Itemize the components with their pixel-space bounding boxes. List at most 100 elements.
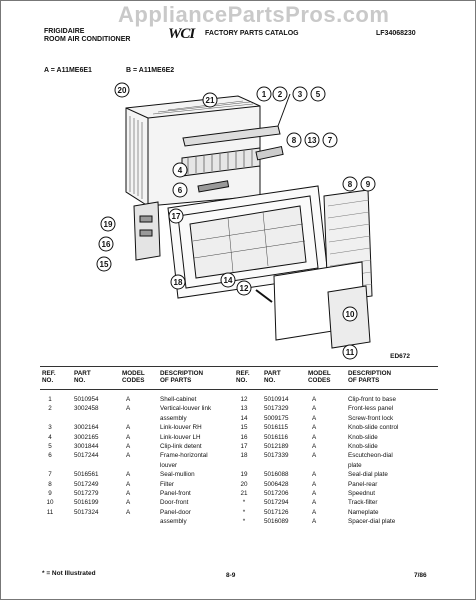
model-code-cell: A <box>312 405 317 413</box>
part-cell: 5016199 <box>74 499 99 507</box>
ref-cell: 18 <box>240 452 248 460</box>
part-cell: 5010914 <box>264 396 289 403</box>
callout-label: 12 <box>240 284 249 293</box>
header-ref-right: REF. NO. <box>236 370 250 384</box>
part-cell: 3002165 <box>74 433 99 441</box>
description-cell: Door-front <box>160 499 189 507</box>
part-cell: 5016089 <box>264 518 289 526</box>
ref-cell: 14 <box>240 414 248 422</box>
part-cell: 5017339 <box>264 452 289 460</box>
part-cell: 5009175 <box>264 414 289 422</box>
description-cell: Escutcheon-dial <box>348 452 393 460</box>
model-code-cell: A <box>126 480 131 488</box>
ref-cell: 15 <box>240 424 248 432</box>
ref-cell: 8 <box>48 480 52 488</box>
model-code-cell: A <box>126 508 131 516</box>
callout-13: 13 <box>304 132 320 148</box>
callout-label: 5 <box>316 90 321 99</box>
model-code-cell: A <box>126 433 131 441</box>
model-code-cell: A <box>312 490 317 497</box>
description-cell: Clip-front to base <box>348 396 396 403</box>
description-cell: Panel-rear <box>348 480 378 488</box>
ref-cell: 21 <box>240 490 248 497</box>
callout-label: 1 <box>262 90 267 99</box>
ref-cell: 16 <box>240 433 248 441</box>
callout-9: 9 <box>360 176 376 192</box>
part-cell: 3001844 <box>74 443 99 450</box>
description-cell: Front-less panel <box>348 405 394 413</box>
description-cell: Filter <box>160 480 174 488</box>
description-cell: Frame-horizontal <box>160 452 208 460</box>
description-cell: Seal-mullion <box>160 471 195 479</box>
description-cell: Vertical-louver link <box>160 405 212 413</box>
description-cell: Nameplate <box>348 508 379 516</box>
description-cell: Clip-link detent <box>160 443 202 450</box>
table-top-rule <box>40 366 438 367</box>
description-cell: Panel-door <box>160 508 191 516</box>
callout-label: 7 <box>328 136 333 145</box>
page-number: 8-9 <box>226 572 236 579</box>
model-code-cell: A <box>312 433 317 441</box>
ref-cell: 3 <box>48 424 52 432</box>
callout-8: 8 <box>286 132 302 148</box>
callout-1: 1 <box>256 86 272 102</box>
ref-cell: 13 <box>240 405 248 413</box>
product-subtitle: ROOM AIR CONDITIONER <box>44 36 131 43</box>
ref-cell: 2 <box>48 405 52 413</box>
callout-10: 10 <box>342 306 358 322</box>
model-code-cell: A <box>312 452 317 460</box>
description-cell: Knob-slide control <box>348 424 399 432</box>
description-cell: Knob-slide <box>348 443 378 450</box>
part-cell: 5017244 <box>74 452 99 460</box>
revision-date: 7/86 <box>414 572 427 579</box>
callout-15: 15 <box>96 256 112 272</box>
part-cell: 5016116 <box>264 433 289 441</box>
callout-8b: 8 <box>342 176 358 192</box>
part-cell: 5016088 <box>264 471 289 479</box>
part-cell: 5017249 <box>74 480 99 488</box>
model-code-cell: A <box>126 405 131 413</box>
ref-cell: * <box>242 499 246 507</box>
model-b: B = A11ME6E2 <box>126 67 175 74</box>
ref-cell: 19 <box>240 471 248 479</box>
ref-cell: 17 <box>240 443 248 450</box>
model-code-cell: A <box>126 452 131 460</box>
header-desc-left: DESCRIPTION OF PARTS <box>160 370 204 384</box>
model-code-cell: A <box>312 508 317 516</box>
model-code-cell: A <box>126 396 131 403</box>
ref-cell: 10 <box>46 499 54 507</box>
ref-cell: 12 <box>240 396 248 403</box>
ref-cell: 5 <box>48 443 52 450</box>
callout-label: 18 <box>174 278 183 287</box>
ref-cell: * <box>242 508 246 516</box>
callout-4: 4 <box>172 162 188 178</box>
description-cell: Screw-front lock <box>348 414 394 422</box>
table-row: 2 3002458 A Vertical-louver link <box>40 405 240 413</box>
description-cell: Panel-front <box>160 490 191 497</box>
model-a: A = A11ME6E1 <box>44 67 92 74</box>
ref-cell: 9 <box>48 490 52 497</box>
brand: FRIGIDAIRE <box>44 28 85 35</box>
callout-21: 21 <box>202 92 218 108</box>
callout-label: 17 <box>172 212 181 221</box>
part-cell: 3002458 <box>74 405 99 413</box>
model-code-cell: A <box>312 424 317 432</box>
callout-12: 12 <box>236 280 252 296</box>
callout-label: 14 <box>224 276 233 285</box>
wci-logo: WCI <box>168 26 195 42</box>
ref-cell: 11 <box>46 508 54 516</box>
model-code-cell: A <box>126 443 131 450</box>
description-cell: Link-louver RH <box>160 424 202 432</box>
